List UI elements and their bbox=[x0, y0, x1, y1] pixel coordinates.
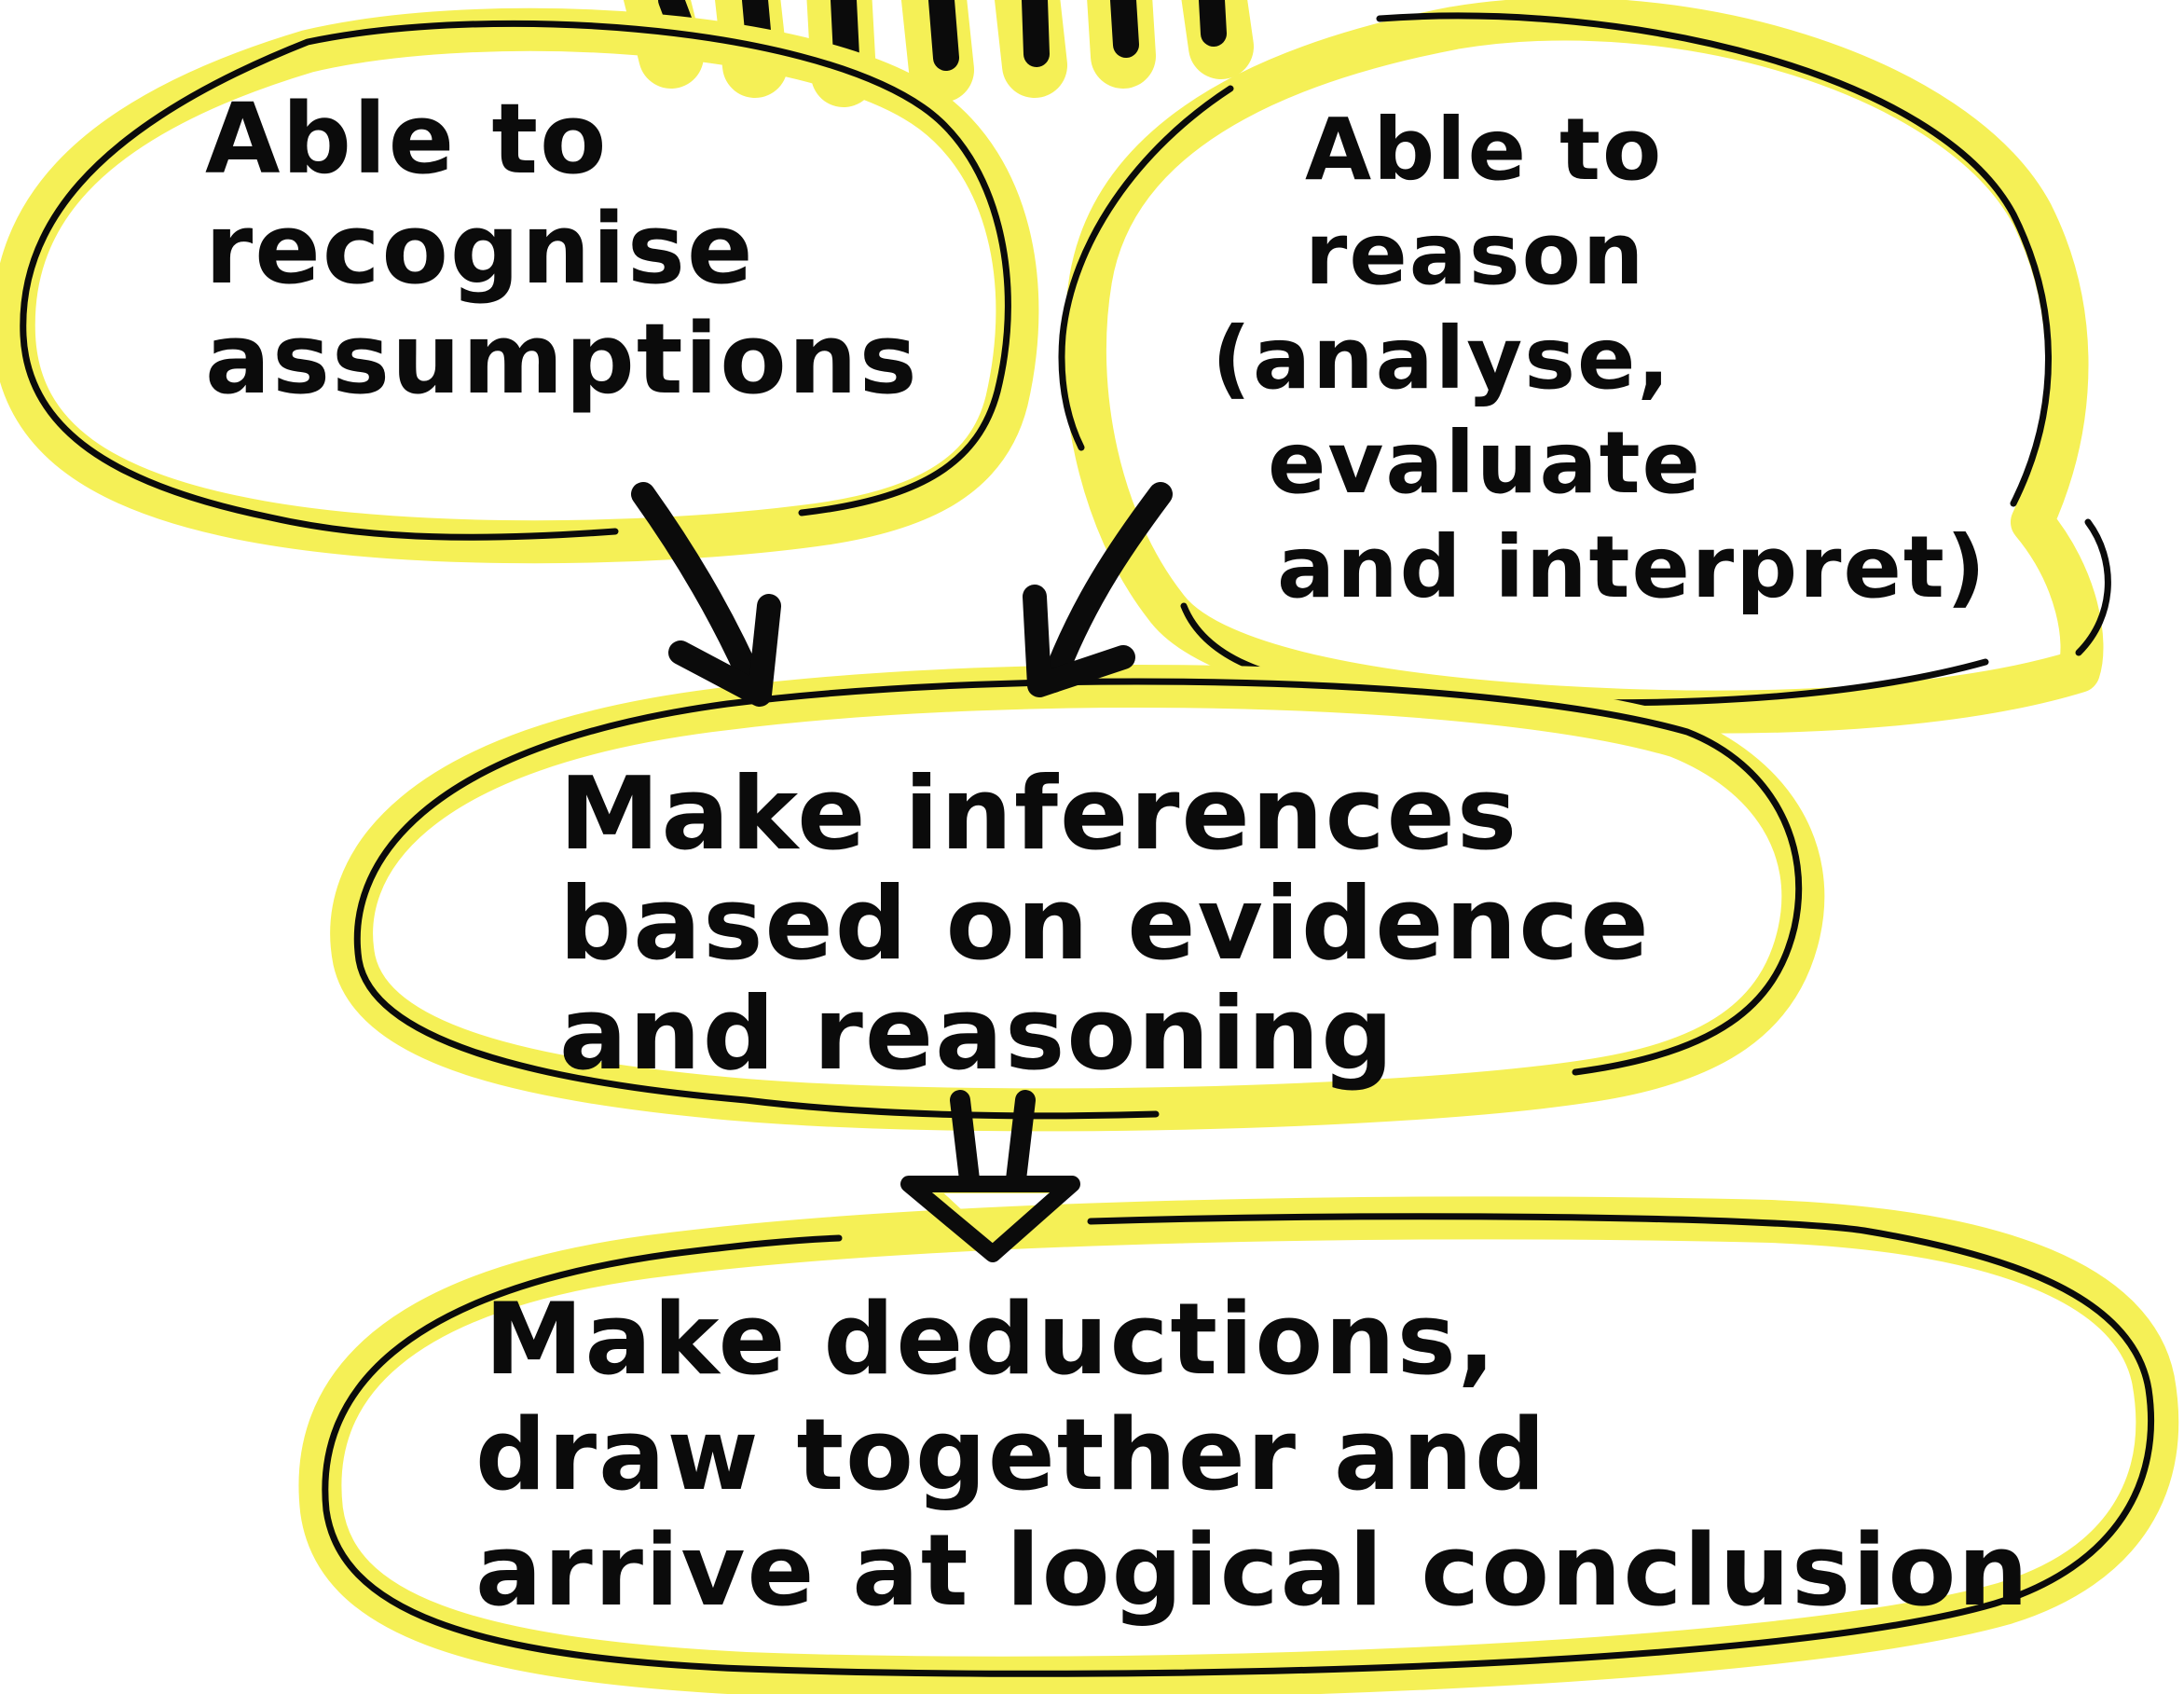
node-inferences-line-3: and reasoning bbox=[559, 976, 1395, 1093]
arrow-recognise-to-inferences bbox=[631, 482, 781, 707]
node-reason-line-1: Able to bbox=[1305, 100, 1664, 200]
node-recognise-line-3: assumptions bbox=[205, 302, 919, 416]
node-deductions-outline bbox=[322, 1213, 2155, 1677]
node-inferences-text: Make inferences based on evidence and re… bbox=[559, 760, 1651, 1090]
arrow-inferences-to-deductions bbox=[900, 1090, 1080, 1262]
arrow-recognise-head bbox=[668, 594, 781, 707]
node-reason-shape bbox=[1058, 0, 2111, 734]
arrow-recognise-shaft bbox=[631, 482, 767, 702]
arrow-down-head bbox=[900, 1176, 1080, 1262]
arrow-reason-to-inferences bbox=[1023, 482, 1173, 697]
node-deductions-line-1: Make deductions, bbox=[485, 1282, 1498, 1397]
node-reason-text: Able to reason (analyse, evaluate and in… bbox=[1212, 98, 1987, 620]
node-reason-line-3: (analyse, bbox=[1212, 309, 1672, 408]
node-reason-line-5: and interpret) bbox=[1277, 517, 1987, 617]
node-recognise-shape bbox=[0, 7, 1039, 564]
node-recognise-outline bbox=[20, 20, 1011, 541]
node-deductions-line-2: draw together and bbox=[475, 1398, 1547, 1512]
node-deductions-shape bbox=[298, 1196, 2179, 1694]
node-recognise-text: Able to recognise assumptions bbox=[205, 84, 919, 414]
node-inferences-line-2: based on evidence bbox=[559, 866, 1651, 983]
node-reason-line-2: reason bbox=[1305, 204, 1646, 304]
node-reason-outline bbox=[1058, 12, 2111, 707]
node-recognise-line-2: recognise bbox=[205, 192, 755, 306]
arrow-down-right-line bbox=[1006, 1090, 1036, 1190]
node-reason-line-4: evaluate bbox=[1268, 413, 1702, 513]
node-deductions-line-3: arrive at logical conclusion bbox=[475, 1513, 2030, 1628]
arrow-down-left-line bbox=[950, 1090, 980, 1190]
arrow-reason-head bbox=[1023, 585, 1135, 697]
node-recognise-line-1: Able to bbox=[205, 82, 609, 196]
node-deductions-text: Make deductions, draw together and arriv… bbox=[475, 1282, 2030, 1629]
node-reason-highlight bbox=[1063, 0, 2104, 734]
arrow-reason-shaft bbox=[1041, 482, 1173, 693]
node-inferences-line-1: Make inferences bbox=[559, 756, 1519, 873]
node-inferences-highlight bbox=[330, 665, 1825, 1132]
